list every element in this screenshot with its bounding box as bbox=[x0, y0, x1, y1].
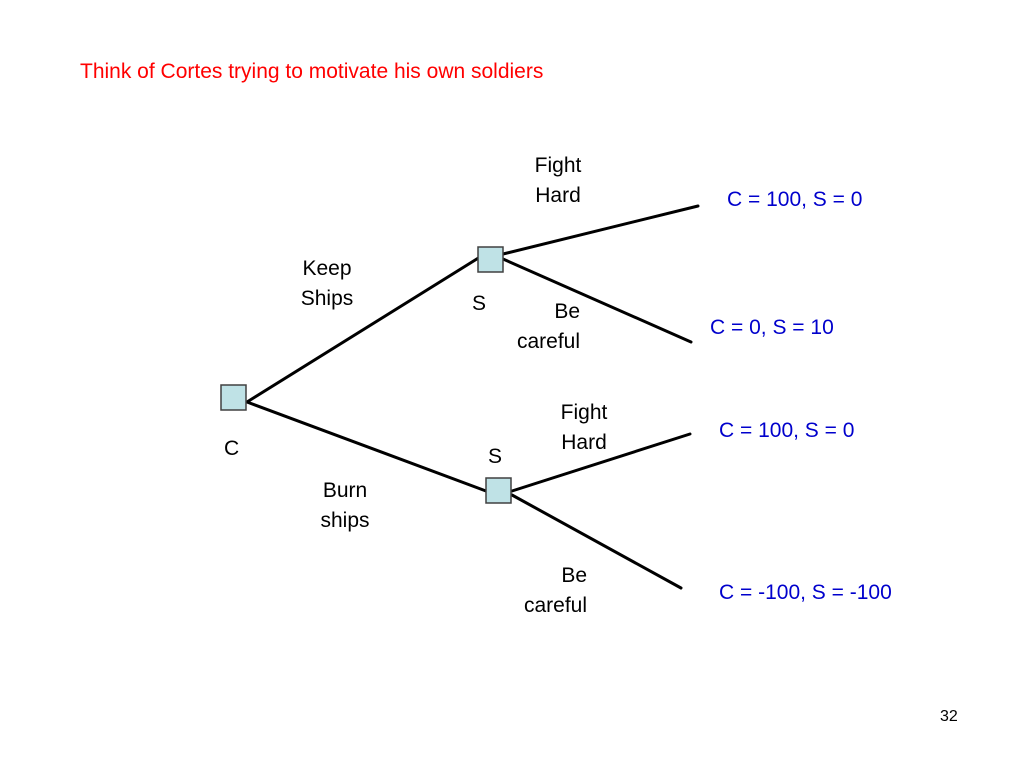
action-lower-be-careful-line2: careful bbox=[523, 594, 587, 617]
action-upper-fight-hard-line2: Hard bbox=[535, 184, 581, 207]
slide-title: Think of Cortes trying to motivate his o… bbox=[80, 60, 544, 83]
node-label-root: C bbox=[224, 437, 240, 460]
action-keep-ships-line1: Keep bbox=[302, 257, 352, 280]
action-upper-be-careful-line1: Be bbox=[554, 300, 580, 323]
node-label-upper: S bbox=[472, 292, 487, 315]
node-lower bbox=[485, 477, 512, 504]
action-upper-fight-hard-line1: Fight bbox=[534, 154, 582, 177]
action-lower-fight-hard-line2: Hard bbox=[561, 431, 607, 454]
action-upper-be-careful: Be careful bbox=[490, 297, 580, 357]
edge-lower-fight-hard bbox=[510, 432, 692, 493]
edge-upper-be-careful bbox=[501, 257, 693, 344]
edge-upper-fight-hard bbox=[501, 204, 700, 256]
action-keep-ships: Keep Ships bbox=[287, 254, 367, 314]
node-upper bbox=[477, 246, 504, 273]
edge-burn-ships bbox=[245, 400, 488, 493]
payoff-keep-fight: C = 100, S = 0 bbox=[727, 188, 863, 211]
payoff-burn-careful: C = -100, S = -100 bbox=[719, 581, 892, 604]
edge-lower-be-careful bbox=[510, 493, 683, 590]
action-upper-fight-hard: Fight Hard bbox=[518, 151, 598, 211]
action-upper-be-careful-line2: careful bbox=[516, 330, 580, 353]
action-burn-ships-line2: ships bbox=[320, 509, 370, 532]
edge-keep-ships bbox=[245, 255, 482, 404]
action-burn-ships-line1: Burn bbox=[322, 479, 368, 502]
action-lower-be-careful: Be careful bbox=[497, 561, 587, 621]
node-root bbox=[220, 384, 247, 411]
page-number: 32 bbox=[940, 708, 958, 725]
action-lower-be-careful-line1: Be bbox=[561, 564, 587, 587]
action-burn-ships: Burn ships bbox=[305, 476, 385, 536]
payoff-keep-careful: C = 0, S = 10 bbox=[710, 316, 834, 339]
node-label-lower: S bbox=[488, 445, 503, 468]
action-lower-fight-hard-line1: Fight bbox=[560, 401, 608, 424]
payoff-burn-fight: C = 100, S = 0 bbox=[719, 419, 855, 442]
action-lower-fight-hard: Fight Hard bbox=[544, 398, 624, 458]
action-keep-ships-line2: Ships bbox=[300, 287, 354, 310]
